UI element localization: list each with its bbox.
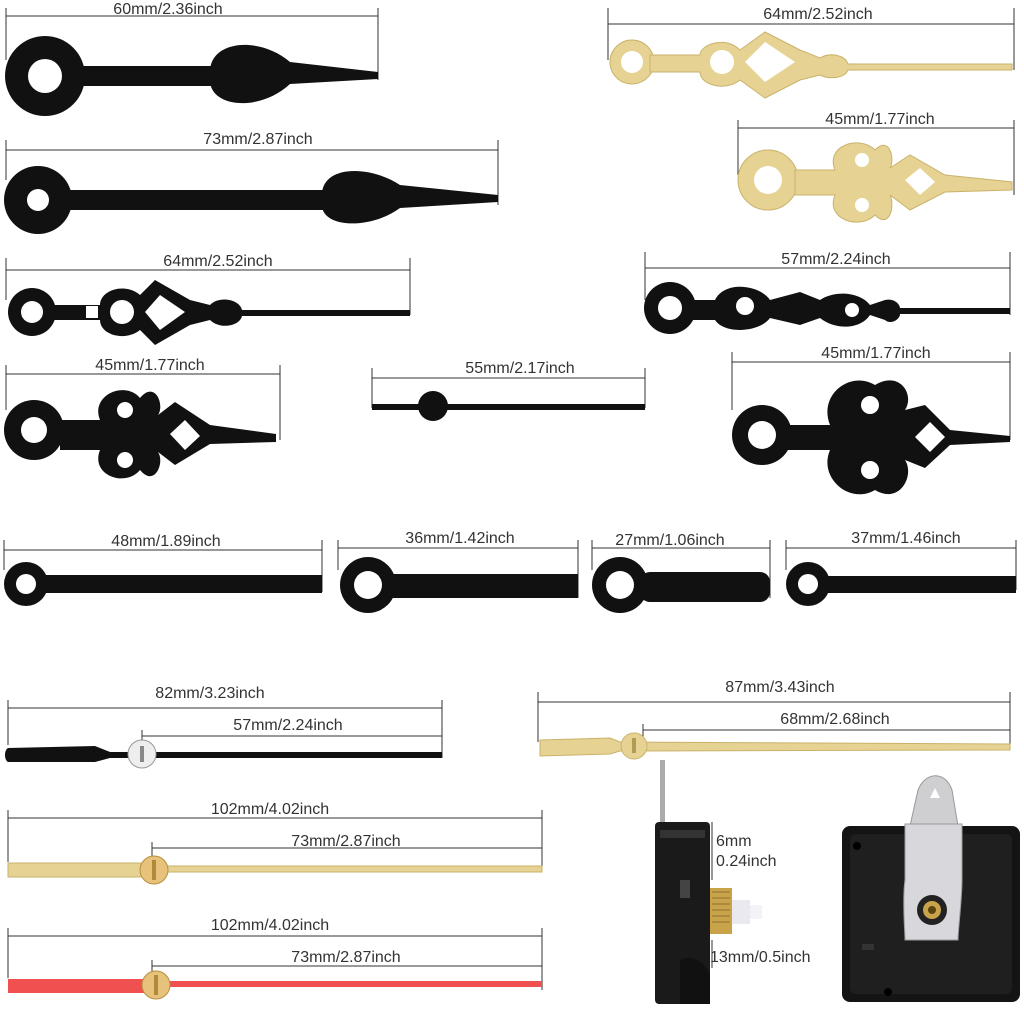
dimension-label: 45mm/1.77inch	[95, 357, 204, 374]
shaft-inch-label: 0.24inch	[716, 853, 777, 870]
hand-set-black-82mm: 82mm/3.23inch 57mm/2.24inch	[5, 685, 443, 769]
dimension-label: 73mm/2.87inch	[291, 949, 400, 966]
hand-straight-37mm: 37mm/1.46inch	[785, 530, 1017, 606]
dimension-label: 102mm/4.02inch	[211, 917, 329, 934]
hand-set-gold-102mm: 102mm/4.02inch 73mm/2.87inch	[7, 801, 543, 885]
dimension-label: 68mm/2.68inch	[780, 711, 889, 728]
dimension-label: 87mm/3.43inch	[725, 679, 834, 696]
dimension-label: 45mm/1.77inch	[821, 345, 930, 362]
dimension-label: 57mm/2.24inch	[233, 717, 342, 734]
dimension-label: 37mm/1.46inch	[851, 530, 960, 547]
dimension-label: 55mm/2.17inch	[465, 360, 574, 377]
dimension-label: 60mm/2.36inch	[113, 1, 222, 18]
hand-straight-36mm: 36mm/1.42inch	[337, 530, 579, 613]
dimension-label: 57mm/2.24inch	[781, 251, 890, 268]
hand-black-ornate-64mm: 64mm/2.52inch	[5, 253, 411, 345]
hand-black-filigree-57mm: 57mm/2.24inch	[644, 251, 1011, 334]
hand-set-gold-87mm: 87mm/3.43inch 68mm/2.68inch	[537, 679, 1011, 760]
hand-spade-60mm: 60mm/2.36inch	[5, 1, 379, 116]
dimension-label: 82mm/3.23inch	[155, 685, 264, 702]
hand-gold-fleur-45mm: 45mm/1.77inch	[737, 111, 1015, 223]
dimension-label: 27mm/1.06inch	[615, 532, 724, 549]
dimension-label: 45mm/1.77inch	[825, 111, 934, 128]
thread-label: 13mm/0.5inch	[710, 949, 811, 966]
dimension-label: 48mm/1.89inch	[111, 533, 220, 550]
dimension-label: 73mm/2.87inch	[203, 131, 312, 148]
hand-black-fleur-45mm: 45mm/1.77inch	[4, 357, 281, 479]
hand-black-fleur-45mm-large: 45mm/1.77inch	[731, 345, 1011, 495]
hand-gold-ornate-64mm: 64mm/2.52inch	[607, 6, 1015, 99]
dimension-label: 64mm/2.52inch	[163, 253, 272, 270]
hand-spade-73mm: 73mm/2.87inch	[4, 131, 499, 234]
dimension-label: 64mm/2.52inch	[763, 6, 872, 23]
movement-side-view: 6mm 0.24inch 13mm/0.5inch	[655, 760, 811, 1004]
dimension-label: 36mm/1.42inch	[405, 530, 514, 547]
dimension-label: 102mm/4.02inch	[211, 801, 329, 818]
movement-back-view	[842, 775, 1020, 1002]
hand-straight-55mm: 55mm/2.17inch	[371, 360, 646, 421]
hand-set-red-102mm: 102mm/4.02inch 73mm/2.87inch	[7, 917, 543, 1000]
dimension-label: 73mm/2.87inch	[291, 833, 400, 850]
hand-straight-48mm: 48mm/1.89inch	[3, 533, 323, 606]
shaft-mm-label: 6mm	[716, 833, 752, 850]
hand-straight-27mm: 27mm/1.06inch	[591, 532, 771, 613]
